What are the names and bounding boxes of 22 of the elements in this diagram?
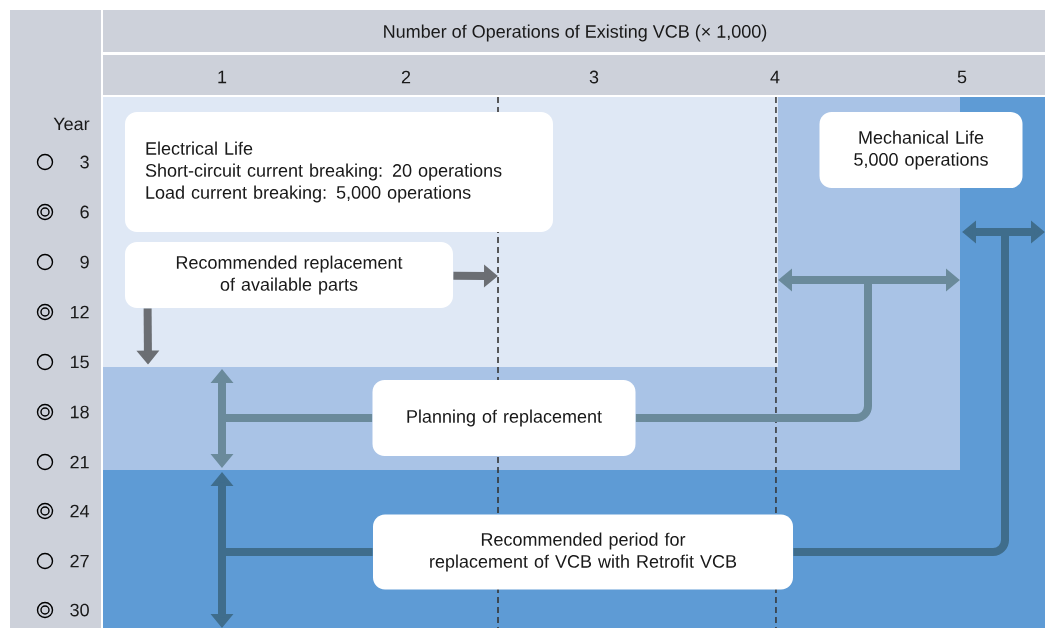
year-number: 15 <box>70 355 89 369</box>
year-number: 12 <box>70 305 89 319</box>
text-box: Recommended period for replacement of VCB with Retrofit VCB <box>373 514 793 590</box>
text-box: Planning of replacement <box>372 380 636 456</box>
column-number: 3 <box>589 70 599 84</box>
axis-title: Year <box>53 117 90 131</box>
year-number: 27 <box>70 554 89 568</box>
year-number: 30 <box>70 603 89 617</box>
column-number: 4 <box>770 70 780 84</box>
text-box: Recommended replacement of available parts <box>125 242 453 308</box>
year-number: 24 <box>70 504 90 518</box>
year-number: 18 <box>70 405 89 419</box>
column-number: 5 <box>957 70 967 84</box>
text-box: Mechanical Life 5,000 operations <box>819 112 1023 188</box>
year-number: 21 <box>70 455 89 469</box>
year-number: 3 <box>80 155 89 169</box>
year-number: 9 <box>80 255 89 269</box>
axis-title: Number of Operations of Existing VCB (× 1,000) <box>384 24 767 42</box>
year-number: 6 <box>80 205 89 219</box>
text-box: Electrical Life Short-circuit current breaking: 20 operations Load current breaking: 5,000 operations <box>125 112 553 232</box>
column-number: 1 <box>218 70 227 84</box>
column-number: 2 <box>401 70 411 84</box>
